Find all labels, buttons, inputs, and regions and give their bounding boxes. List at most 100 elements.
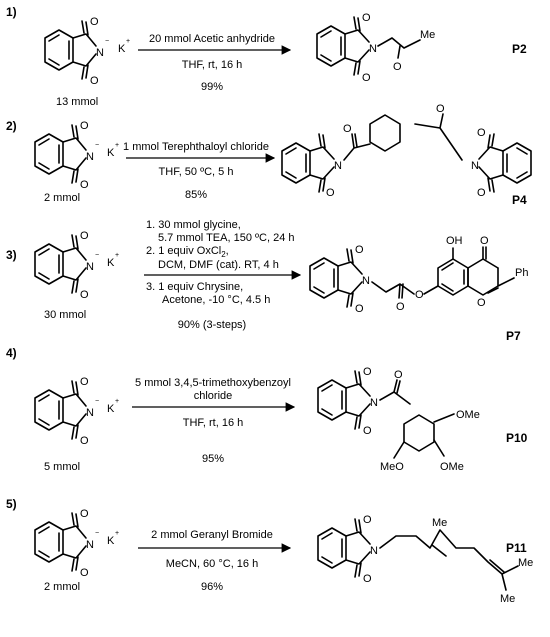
conditions-line: 5 mmol 3,4,5-trimethoxybenzoyl	[135, 377, 291, 389]
oxygen-label: O	[477, 127, 486, 139]
oxygen-label: O	[415, 289, 424, 301]
oxygen-label: O	[355, 303, 364, 315]
methyl-label: Me	[420, 29, 435, 41]
nitrogen-label: N	[334, 160, 342, 172]
oxygen-label: O	[80, 435, 89, 447]
yield-text: 85%	[185, 189, 207, 201]
positive-charge: +	[115, 142, 119, 149]
start-amount: 5 mmol	[44, 461, 80, 473]
conditions-line: 1 mmol Terephthaloyl chloride	[123, 141, 269, 153]
conditions-line: MeCN, 60 °C, 16 h	[166, 558, 258, 570]
oxygen-label: O	[363, 366, 372, 378]
potassium-phthalimide-structure: N K − + O O	[34, 230, 119, 301]
reaction-number: 3)	[6, 248, 17, 262]
conditions-line: chloride	[194, 390, 233, 402]
potassium-label: K	[118, 43, 126, 55]
start-amount: 13 mmol	[56, 96, 98, 108]
nitrogen-label: N	[370, 397, 378, 409]
potassium-label: K	[107, 257, 115, 269]
potassium-label: K	[107, 147, 115, 159]
product-id: P4	[512, 193, 527, 207]
methoxy-label: OMe	[456, 409, 480, 421]
yield-text: 96%	[201, 581, 223, 593]
positive-charge: +	[115, 398, 119, 405]
nitrogen-label: N	[369, 43, 377, 55]
methoxy-label: OMe	[440, 461, 464, 473]
yield-text: 90% (3-steps)	[178, 319, 246, 331]
conditions-line: Acetone, -10 °C, 4.5 h	[162, 294, 270, 306]
negative-charge: −	[95, 530, 99, 537]
product-structure: N N O O O O O	[281, 103, 532, 199]
oxygen-label: O	[80, 120, 89, 132]
oxygen-label: O	[362, 72, 371, 84]
product-id: P11	[506, 541, 527, 555]
reaction-number: 4)	[6, 346, 17, 360]
oxygen-label: O	[394, 369, 403, 381]
oxygen-label: O	[343, 123, 352, 135]
conditions-line: THF, rt, 16 h	[183, 417, 244, 429]
nitrogen-label: N	[86, 151, 94, 163]
conditions-line: DCM, DMF (cat). RT, 4 h	[158, 259, 279, 271]
nitrogen-label: N	[370, 545, 378, 557]
methyl-label: Me	[518, 557, 533, 569]
oxygen-label: O	[477, 297, 486, 309]
product-structure: N O O O Me	[316, 12, 435, 84]
conditions-line: 3. 1 equiv Chrysine,	[146, 281, 243, 293]
oxygen-label: O	[355, 244, 364, 256]
reaction-number: 2)	[6, 119, 17, 133]
positive-charge: +	[115, 530, 119, 537]
conditions-line: 2 mmol Geranyl Bromide	[151, 529, 273, 541]
oxygen-label: O	[80, 376, 89, 388]
conditions-line: 1. 30 mmol glycine,	[146, 219, 241, 231]
conditions-line: 2. 1 equiv OxCl2,	[146, 245, 229, 259]
potassium-phthalimide-structure: N K − + O O	[34, 376, 119, 447]
potassium-phthalimide-structure: N K − + O O	[34, 120, 119, 191]
positive-charge: +	[115, 252, 119, 259]
reaction-1: 1) N K − + O O 13 mmol 20 mmol Acetic an…	[6, 5, 527, 108]
negative-charge: −	[95, 142, 99, 149]
conditions-line: 20 mmol Acetic anhydride	[149, 33, 275, 45]
potassium-label: K	[107, 535, 115, 547]
nitrogen-label: N	[362, 275, 370, 287]
negative-charge: −	[95, 398, 99, 405]
oxygen-label: O	[80, 179, 89, 191]
oxygen-label: O	[477, 187, 486, 199]
oxygen-label: O	[80, 230, 89, 242]
nitrogen-label: N	[86, 261, 94, 273]
positive-charge: +	[126, 38, 130, 45]
conditions-step-2: 2. 1 equiv OxCl	[146, 245, 221, 257]
potassium-label: K	[107, 403, 115, 415]
start-amount: 2 mmol	[44, 581, 80, 593]
yield-text: 99%	[201, 81, 223, 93]
product-structure: N O O O O O OH O Ph	[309, 235, 528, 315]
reaction-4: 4) N K − + O O 5 mmol 5 mmol 3,4,5-trime…	[6, 346, 528, 473]
negative-charge: −	[95, 252, 99, 259]
oxygen-label: O	[80, 508, 89, 520]
product-id: P7	[506, 329, 521, 343]
oxygen-label: O	[480, 235, 489, 247]
oxygen-label: O	[90, 16, 99, 28]
subscript-2: 2	[221, 250, 226, 259]
product-id: P2	[512, 42, 527, 56]
reaction-number: 1)	[6, 5, 17, 19]
oxygen-label: O	[80, 567, 89, 579]
start-amount: 2 mmol	[44, 192, 80, 204]
reaction-number: 5)	[6, 497, 17, 511]
oxygen-label: O	[326, 187, 335, 199]
oxygen-label: O	[363, 573, 372, 585]
oxygen-label: O	[363, 425, 372, 437]
yield-text: 95%	[202, 453, 224, 465]
conditions-line: 5.7 mmol TEA, 150 ºC, 24 h	[158, 232, 295, 244]
oxygen-label: O	[80, 289, 89, 301]
oxygen-label: O	[362, 12, 371, 24]
oxygen-label: O	[393, 61, 402, 73]
potassium-phthalimide-structure: N K − + O O	[44, 16, 130, 87]
hydroxyl-label: OH	[446, 235, 463, 247]
nitrogen-label: N	[86, 539, 94, 551]
oxygen-label: O	[90, 75, 99, 87]
negative-charge: −	[105, 38, 109, 45]
product-id: P10	[506, 431, 528, 445]
product-structure: N O O O OMe OMe MeO	[317, 366, 480, 473]
oxygen-label: O	[436, 103, 445, 115]
